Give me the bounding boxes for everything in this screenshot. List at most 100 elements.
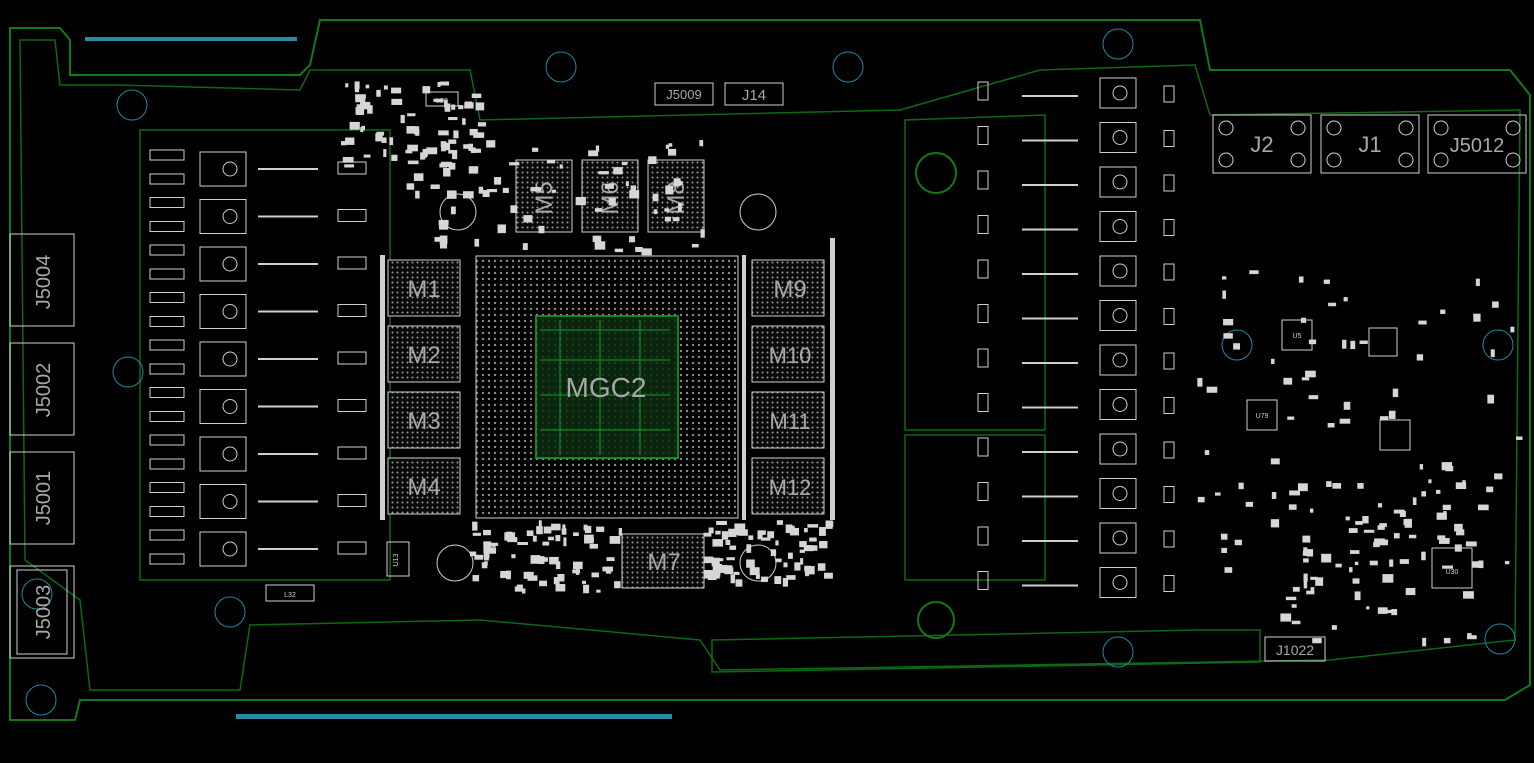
memory-chip-m7: M7 <box>647 549 680 576</box>
smd-component <box>1443 637 1451 644</box>
smd-component <box>1308 395 1319 400</box>
right-phase-cap <box>977 526 989 546</box>
smd-component <box>1291 620 1301 625</box>
smd-component <box>1292 586 1300 592</box>
right-phase-mosfet <box>1099 300 1137 331</box>
smd-component <box>1379 523 1387 528</box>
smd-component <box>1233 343 1241 350</box>
smd-component <box>415 190 420 199</box>
smd-component <box>1271 358 1275 364</box>
smd-component <box>1306 549 1314 557</box>
smd-component <box>563 537 567 547</box>
smd-component <box>598 171 609 175</box>
smd-component <box>774 576 782 585</box>
smd-component <box>439 163 448 168</box>
smd-component <box>1306 590 1315 595</box>
right-phase-mosfet <box>1099 255 1137 287</box>
memory-chip-m9: M9 <box>773 276 806 303</box>
left-phase-cap <box>149 173 185 185</box>
smd-component <box>561 528 567 535</box>
smd-component <box>482 190 490 198</box>
right-phase-resistor <box>1163 130 1175 147</box>
smd-component <box>1369 560 1378 566</box>
right-phase-cap <box>977 304 989 323</box>
smd-component <box>1287 416 1295 420</box>
smd-component <box>536 526 543 535</box>
right-phase-mosfet <box>1099 567 1137 598</box>
smd-component <box>614 248 624 253</box>
memory-edge-pads <box>380 238 835 520</box>
left-phase-pad <box>222 541 238 557</box>
smd-component <box>504 532 516 541</box>
left-phase-cap <box>149 363 185 375</box>
smd-component <box>1475 278 1480 287</box>
smd-component <box>1377 525 1385 530</box>
left-vrm-phases <box>149 149 367 567</box>
right-phase-cap <box>977 437 989 457</box>
smd-component <box>665 185 674 195</box>
left-connectors: J5004 J5002 J5001 J5003 <box>9 233 75 659</box>
smd-component <box>1471 561 1479 568</box>
smd-component <box>1220 533 1228 540</box>
smd-component <box>349 121 360 130</box>
smd-component <box>376 131 385 136</box>
smd-component <box>775 540 779 546</box>
smd-component <box>1223 318 1234 326</box>
smd-component <box>526 530 534 537</box>
smd-component <box>340 141 347 146</box>
smd-component <box>510 205 518 214</box>
smd-component <box>546 159 556 164</box>
smd-component <box>345 83 349 88</box>
memory-chip-m1: M1 <box>407 276 440 303</box>
smd-component <box>551 189 556 193</box>
smd-component <box>1288 504 1297 510</box>
right-phase-cap <box>977 348 989 368</box>
smd-component <box>477 122 487 127</box>
smd-component <box>438 225 449 230</box>
smd-component <box>746 544 752 553</box>
left-phase-mosfet <box>199 294 247 329</box>
smd-component <box>767 531 775 539</box>
smd-component <box>1354 591 1361 601</box>
smd-component <box>1442 504 1451 511</box>
smd-component <box>1421 491 1427 497</box>
smd-component <box>400 114 405 124</box>
smd-component <box>718 565 729 572</box>
smd-component <box>530 187 542 192</box>
left-phase-mosfet <box>199 436 247 472</box>
smd-component <box>472 575 480 582</box>
smd-component <box>614 581 621 589</box>
smd-component <box>716 520 727 525</box>
smd-component <box>1249 270 1259 275</box>
right-phase-pad <box>1112 263 1128 279</box>
smd-component <box>1271 491 1277 499</box>
left-phase-pad <box>222 209 238 224</box>
smd-component <box>448 162 456 170</box>
right-phase-pad <box>1112 174 1128 190</box>
smd-component <box>725 539 731 546</box>
smd-component <box>729 545 737 550</box>
connector-j5001: J5001 <box>33 471 55 526</box>
right-phase-pad <box>1112 397 1128 412</box>
smd-component <box>475 102 485 111</box>
smd-component <box>497 224 506 234</box>
smd-component <box>721 531 729 540</box>
right-phase-resistor <box>1163 575 1175 592</box>
smd-component <box>1309 508 1314 513</box>
left-phase-cap <box>149 434 185 446</box>
smd-component <box>355 98 366 103</box>
smd-component <box>516 584 523 590</box>
smd-component <box>746 559 755 568</box>
right-phase-mosfet <box>1099 522 1137 554</box>
smd-component <box>629 190 640 199</box>
smd-component <box>444 103 451 112</box>
smd-component <box>819 527 826 536</box>
smd-component <box>667 148 677 156</box>
right-phase-resistor <box>1163 441 1175 459</box>
left-phase-cap <box>149 529 185 541</box>
memory-chip-m10: M10 <box>769 343 812 368</box>
smd-component <box>405 149 413 154</box>
smd-component <box>1328 302 1337 307</box>
smd-component <box>1321 553 1332 563</box>
